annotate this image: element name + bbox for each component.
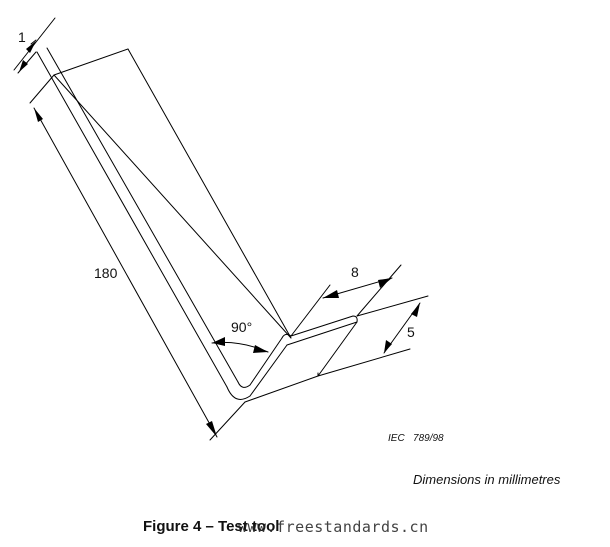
- iec-reference: IEC 789/98: [388, 433, 444, 444]
- lip-end-edge: [317, 321, 358, 377]
- arrow-8-right: [378, 278, 392, 288]
- arrow-180-top: [34, 108, 43, 122]
- face-top-edge: [53, 48, 129, 76]
- face-back-edge: [53, 74, 292, 339]
- figure-caption: Figure 4 – Test tool: [143, 518, 280, 535]
- arrow-1-top: [26, 41, 36, 53]
- dim-5-ext-top: [356, 295, 429, 317]
- dim-5-ext-bottom: [317, 348, 411, 377]
- dim-angle-label: 90°: [231, 319, 252, 335]
- lip-inner-edge: [249, 337, 283, 386]
- arrow-5-bottom: [384, 340, 392, 353]
- arrow-5-top: [411, 303, 420, 317]
- sheet-inner-edge: [46, 47, 239, 383]
- dim-thickness-label: 1: [18, 29, 26, 45]
- dim-8-ext-b: [356, 264, 402, 317]
- arrow-90-left: [212, 337, 225, 346]
- base-bottom-edge: [244, 375, 319, 403]
- dim-1-extension-b: [30, 39, 37, 45]
- dim-180-ext-top: [29, 74, 55, 104]
- arrow-8-left: [323, 290, 339, 298]
- dim-8-ext-a: [290, 284, 331, 337]
- dim-length-label: 180: [94, 265, 118, 281]
- dimensions-note: Dimensions in millimetres: [413, 472, 561, 487]
- arrow-90-right: [253, 345, 268, 353]
- face-far-edge: [127, 48, 292, 339]
- sheet-outer-edge: [36, 51, 228, 388]
- arrow-180-bottom: [206, 421, 217, 437]
- bend-outer: [226, 386, 251, 400]
- dim-lip-label: 5: [407, 324, 415, 340]
- dim-width-label: 8: [351, 264, 359, 280]
- arrow-1-bottom: [19, 60, 28, 72]
- watermark-text: www.freestandards.cn: [238, 518, 429, 536]
- bend-inner: [237, 381, 251, 388]
- lip-outer-edge: [249, 344, 288, 397]
- dim-180-line: [33, 107, 218, 438]
- lip-top-fold: [281, 315, 358, 346]
